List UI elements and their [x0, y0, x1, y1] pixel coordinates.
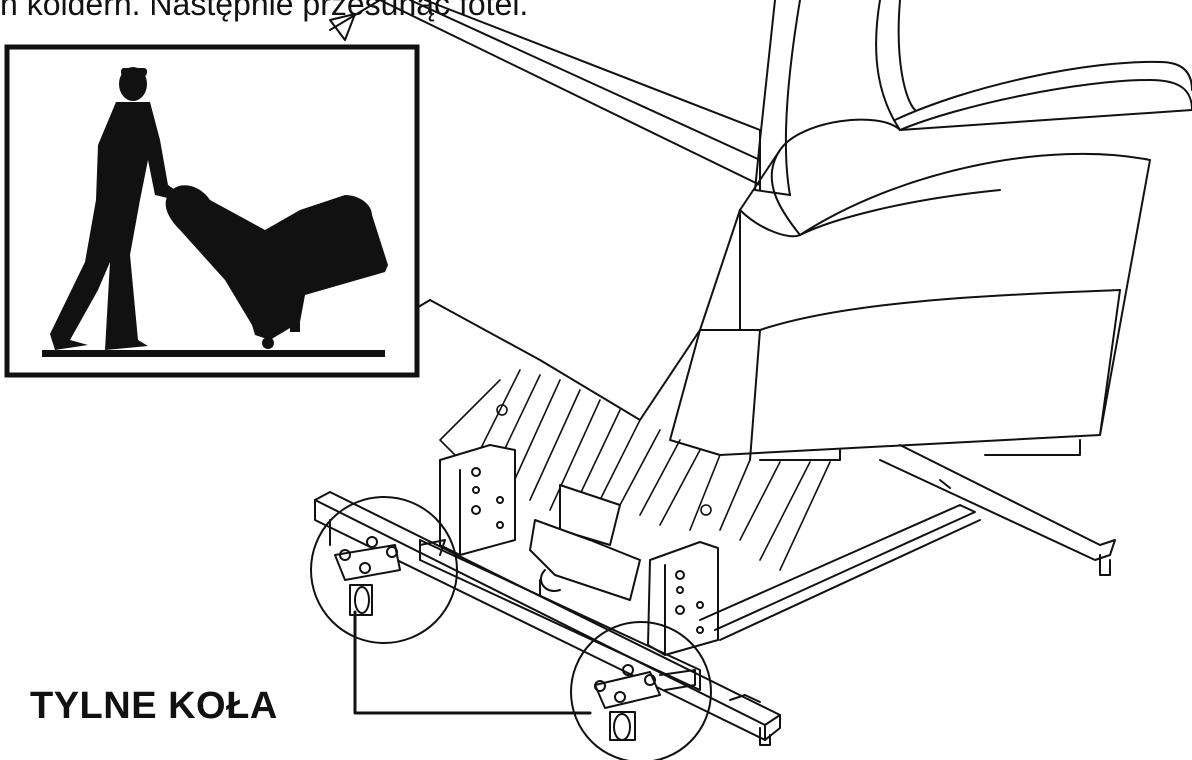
chair-body	[669, 0, 1192, 461]
wheel-leader-lines	[353, 610, 592, 715]
chair-footrest	[379, 299, 701, 421]
right-bracket	[647, 541, 719, 656]
inset-illustration	[4, 44, 420, 378]
left-bracket	[439, 444, 516, 556]
instruction-caption: n koldern. Następnie przesunąć fotel.	[0, 0, 529, 22]
person-silhouette	[50, 67, 178, 350]
rear-wheels-label: TYLNE KOŁA	[30, 685, 278, 727]
wheel-highlight-left	[310, 496, 458, 644]
tilted-chair-silhouette	[165, 185, 388, 349]
base-frame	[314, 444, 1116, 746]
wheel-highlight-right	[570, 621, 712, 760]
